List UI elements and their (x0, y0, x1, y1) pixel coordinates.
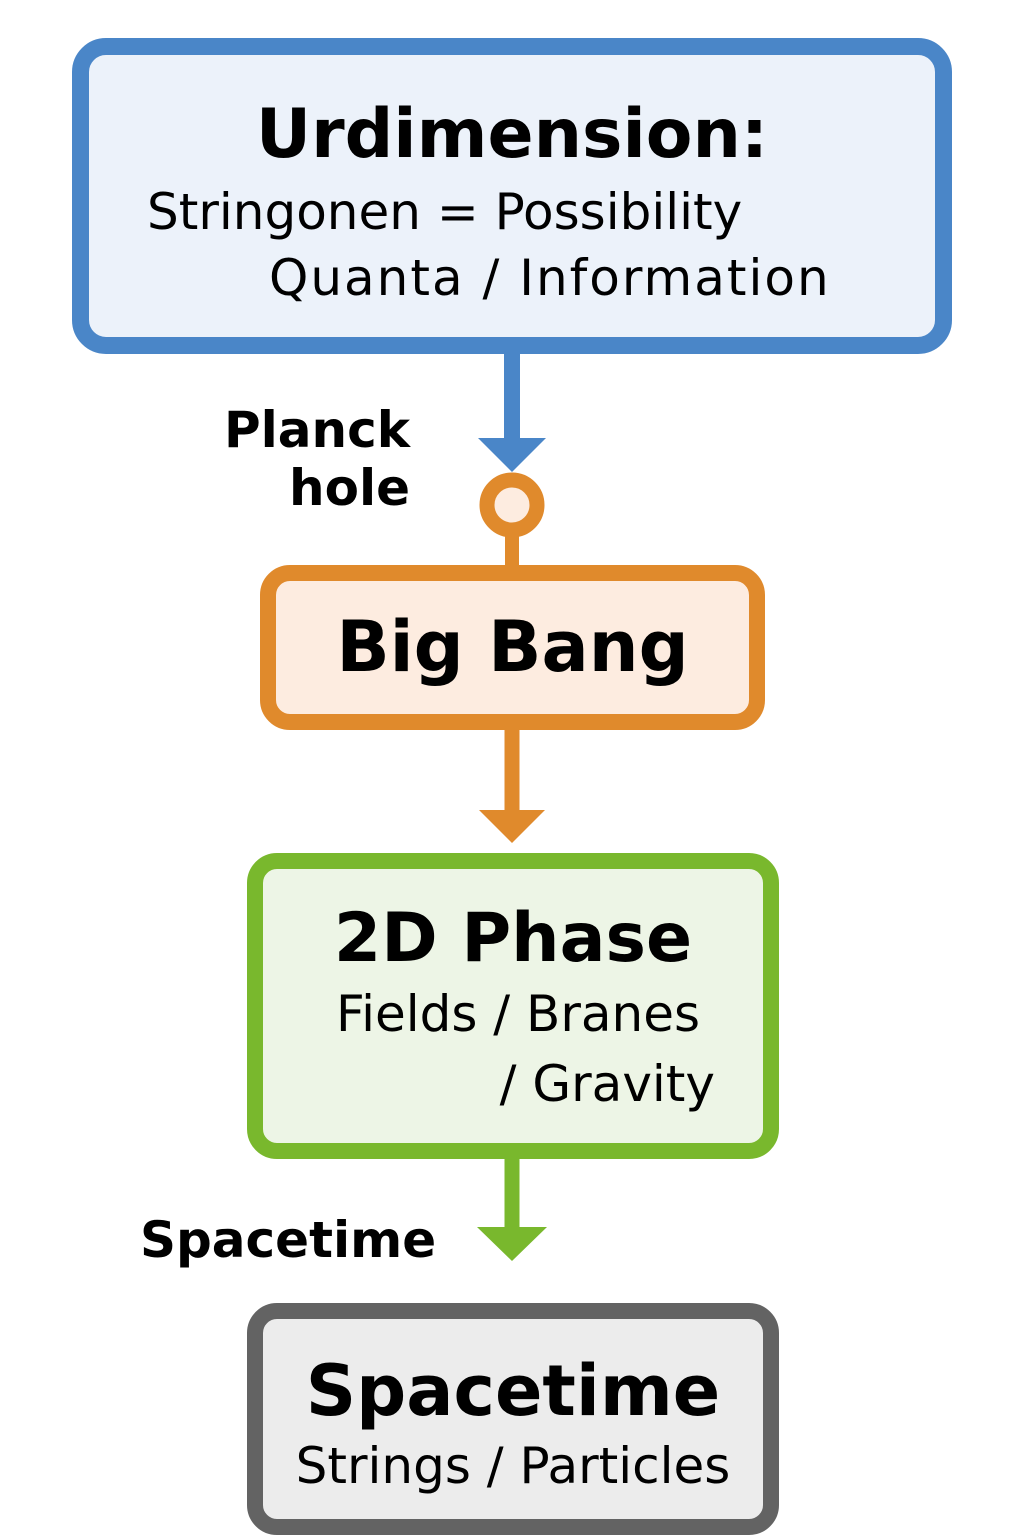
node-urdimension[interactable]: Urdimension: Stringonen = Possibility Qu… (72, 38, 952, 354)
arrow-head-green-icon (477, 1227, 547, 1261)
node-2d-phase-line2: / Gravity (499, 1055, 715, 1113)
node-2d-phase-line1: Fields / Branes (335, 985, 701, 1043)
circle-node-icon (479, 472, 545, 538)
node-spacetime[interactable]: Spacetime Strings / Particles (247, 1303, 779, 1535)
node-2d-phase[interactable]: 2D Phase Fields / Branes / Gravity (247, 853, 779, 1159)
edge-label-planck-hole-line1: Planck (223, 401, 410, 459)
node-spacetime-title: Spacetime (305, 1350, 721, 1432)
node-urdimension-line2: Quanta / Information (269, 249, 831, 307)
node-big-bang-title: Big Bang (336, 606, 689, 688)
node-2d-phase-title: 2D Phase (333, 899, 693, 978)
edge-label-spacetime: Spacetime (140, 1211, 437, 1269)
node-big-bang[interactable]: Big Bang (260, 565, 765, 730)
node-spacetime-line1: Strings / Particles (295, 1437, 731, 1495)
arrow-head-orange-icon (479, 810, 545, 843)
arrow-head-blue-icon (478, 438, 546, 472)
node-urdimension-title: Urdimension: (255, 95, 769, 174)
node-urdimension-line1: Stringonen = Possibility (147, 183, 743, 241)
edge-label-planck-hole: Planck hole (190, 401, 410, 517)
edge-label-planck-hole-line2: hole (289, 458, 410, 517)
